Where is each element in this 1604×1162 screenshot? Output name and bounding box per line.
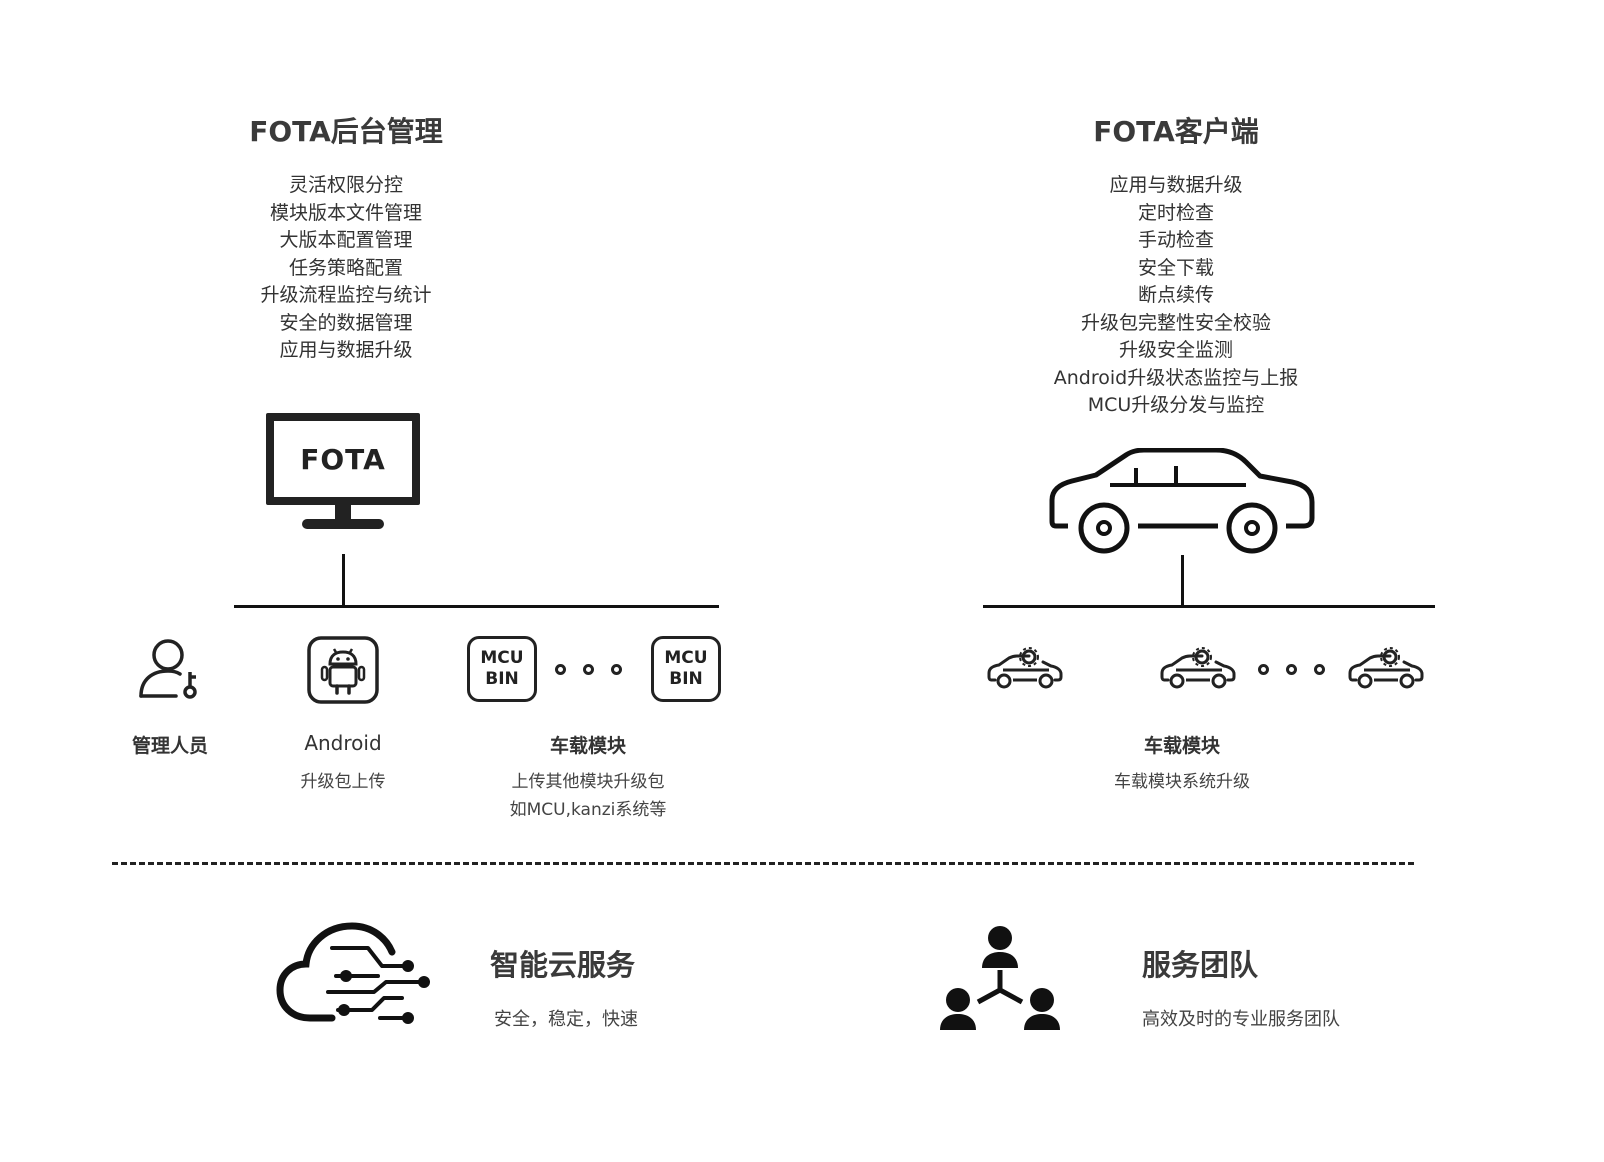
android-label: Android bbox=[304, 731, 382, 755]
feature-item: 断点续传 bbox=[1137, 284, 1214, 306]
car-icon bbox=[1049, 448, 1315, 554]
chip-text-bin: BIN bbox=[669, 669, 703, 689]
backend-feature-list: 灵活权限分控 模块版本文件管理 大版本配置管理 任务策略配置 升级流程监控与统计… bbox=[196, 172, 496, 365]
car-gear-icon bbox=[987, 647, 1063, 689]
backend-title: FOTA后台管理 bbox=[249, 115, 443, 148]
feature-item: 定时检查 bbox=[1137, 201, 1214, 224]
car-gear-icon bbox=[1160, 647, 1236, 689]
monitor-neck bbox=[335, 505, 351, 519]
team-service-sub: 高效及时的专业服务团队 bbox=[1142, 1009, 1340, 1030]
dot bbox=[555, 664, 566, 675]
monitor-label: FOTA bbox=[300, 442, 386, 476]
feature-item: 应用与数据升级 bbox=[1109, 174, 1243, 196]
dot bbox=[583, 664, 594, 675]
chip-text-bin: BIN bbox=[485, 669, 519, 689]
cloud-network-icon bbox=[276, 922, 430, 1024]
ellipsis-dots bbox=[1258, 664, 1325, 675]
client-connector-vertical bbox=[1181, 555, 1184, 606]
dot bbox=[1286, 664, 1297, 675]
client-connector-horizontal bbox=[983, 605, 1435, 608]
ellipsis-dots bbox=[555, 664, 622, 675]
chip-text-mcu: MCU bbox=[664, 648, 708, 668]
admin-user-key-icon bbox=[139, 639, 197, 699]
team-service-title: 服务团队 bbox=[1142, 948, 1259, 982]
client-title: FOTA客户端 bbox=[1093, 115, 1259, 148]
feature-item: 应用与数据升级 bbox=[279, 339, 413, 361]
dot bbox=[611, 664, 622, 675]
backend-module-label: 车载模块 bbox=[549, 735, 626, 757]
backend-module-sub2: 如MCU,kanzi系统等 bbox=[509, 800, 667, 820]
feature-item: 安全的数据管理 bbox=[279, 311, 413, 334]
feature-item: 安全下载 bbox=[1137, 256, 1214, 279]
car-gear-icon bbox=[1348, 647, 1424, 689]
monitor-screen: FOTA bbox=[266, 413, 420, 505]
dot bbox=[1258, 664, 1269, 675]
team-icon bbox=[940, 926, 1060, 1030]
client-module-label: 车载模块 bbox=[1143, 735, 1220, 757]
section-divider bbox=[112, 862, 1414, 865]
cloud-service-sub: 安全，稳定，快速 bbox=[494, 1009, 638, 1030]
mcu-bin-chip-icon: MCU BIN bbox=[651, 636, 721, 702]
feature-item: Android升级状态监控与上报 bbox=[1053, 366, 1299, 389]
feature-item: 大版本配置管理 bbox=[279, 229, 413, 251]
backend-module-sub1: 上传其他模块升级包 bbox=[511, 772, 665, 792]
feature-item: 升级包完整性安全校验 bbox=[1080, 311, 1271, 334]
monitor-base bbox=[302, 519, 384, 529]
feature-item: 灵活权限分控 bbox=[288, 174, 403, 196]
android-icon bbox=[307, 636, 379, 704]
mcu-bin-chip-icon: MCU BIN bbox=[467, 636, 537, 702]
feature-item: 升级流程监控与统计 bbox=[260, 284, 432, 306]
feature-item: 任务策略配置 bbox=[288, 256, 403, 279]
feature-item: 手动检查 bbox=[1137, 229, 1214, 251]
feature-item: 模块版本文件管理 bbox=[269, 201, 422, 224]
client-module-sub: 车载模块系统升级 bbox=[1114, 772, 1250, 792]
dot bbox=[1314, 664, 1325, 675]
backend-connector-vertical bbox=[342, 554, 345, 606]
feature-item: MCU升级分发与监控 bbox=[1087, 394, 1265, 416]
cloud-service-title: 智能云服务 bbox=[490, 948, 636, 982]
feature-item: 升级安全监测 bbox=[1118, 339, 1233, 361]
client-feature-list: 应用与数据升级 定时检查 手动检查 安全下载 断点续传 升级包完整性安全校验 升… bbox=[1016, 172, 1336, 420]
android-sub: 升级包上传 bbox=[300, 772, 386, 792]
backend-connector-horizontal bbox=[234, 605, 719, 608]
admin-label: 管理人员 bbox=[131, 735, 208, 757]
chip-text-mcu: MCU bbox=[480, 648, 524, 668]
